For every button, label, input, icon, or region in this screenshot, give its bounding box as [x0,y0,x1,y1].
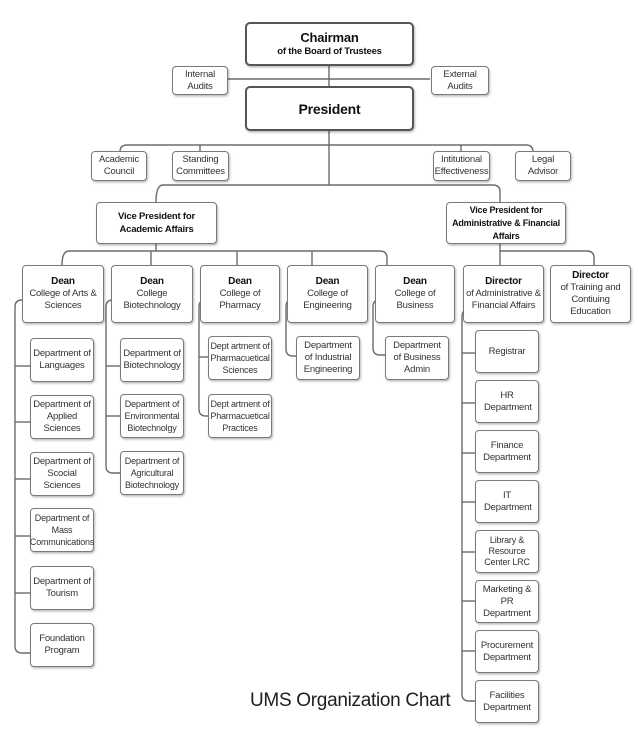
dean-arts-college: College of Arts & Sciences [29,288,97,311]
biotech-department: Department of Environmental Biotechnolgy [120,394,184,438]
engineering-department: Department of Industrial Engineering [296,336,360,380]
chairman-title: Chairman [300,30,359,45]
dean-biotech-box: Dean College Biotechnology [111,265,193,323]
admin-department-label: IT Department [484,489,532,513]
director-admin-title: Director [485,276,522,287]
dean-business-college: College of Business [394,288,436,311]
internal-audits-label: Internal Audits [184,68,216,92]
vp-admin-title: Vice President for Administrative & Fina… [452,204,560,241]
external-audits-label: External Audits [443,68,477,92]
admin-department: IT Department [475,480,539,523]
admin-department: Procurement Department [475,630,539,673]
chairman-box: Chairman of the Board of Trustees [245,22,414,66]
internal-audits-box: Internal Audits [172,66,228,95]
arts-department: Department of Scocial Sciences [30,452,94,496]
standing-committees-box: Standing Committees [172,151,229,181]
pharmacy-department: Dept artment of Pharmacuetical Sciences [208,336,272,380]
external-audits-box: External Audits [431,66,489,95]
admin-department-label: HR Department [484,389,532,413]
dean-biotech-college: College Biotechnology [123,288,181,311]
vp-academic-title: Vice President for Academic Affairs [117,211,195,235]
admin-department: HR Department [475,380,539,423]
biotech-department-label: Department of Agricultural Biotechnology [124,456,180,490]
pharmacy-department: Dept artment of Pharmacuetical Practices [208,394,272,438]
director-admin-box: Director of Administrative & Financial A… [463,265,544,323]
legal-advisor-label: Legal Advisor [527,154,559,177]
academic-council-box: Academic Council [91,151,147,181]
pharmacy-department-label: Dept artment of Pharmacuetical Sciences [210,341,270,375]
connector-admin-spine [461,309,475,702]
business-department-label: Department of Business Admin [393,340,441,375]
biotech-department: Department of Biotechnology [120,338,184,382]
dean-business-title: Dean [403,276,427,287]
connector-directors-bar [500,250,595,265]
academic-council-label: Academic Council [98,154,140,177]
connector-arts-spine [14,299,30,654]
admin-department: Library & Resource Center LRC [475,530,539,573]
biotech-department: Department of Agricultural Biotechnology [120,451,184,495]
admin-department-label: Facilities Department [483,689,531,713]
director-training-box: Director of Training and Contiuing Educa… [550,265,631,323]
arts-department-label: Foundation Program [39,633,85,656]
vp-academic-box: Vice President for Academic Affairs [96,202,217,244]
dean-engineering-title: Dean [315,276,340,287]
arts-department-label: Department of Tourism [33,576,91,599]
director-admin-office: of Administrative & Financial Affairs [466,288,541,311]
arts-department-label: Department of Applied Sciences [33,399,91,434]
president-box: President [245,86,414,131]
connector-deans-bar [61,250,388,266]
dean-pharmacy-title: Dean [228,276,252,287]
institutional-effectiveness-label: Intitutional Effectiveness [434,154,489,177]
admin-department: Finance Department [475,430,539,473]
chart-title: UMS Organization Chart [250,690,451,711]
business-department: Department of Business Admin [385,336,449,380]
arts-department-label: Department of Languages [33,348,91,371]
arts-department: Department of Mass Communications [30,508,94,552]
director-training-office: of Training and Contiuing Education [560,282,621,317]
admin-department: Marketing & PR Department [475,580,539,623]
president-title: President [298,100,361,117]
arts-department: Department of Tourism [30,566,94,610]
arts-department: Department of Applied Sciences [30,395,94,439]
dean-pharmacy-box: Dean College of Pharmacy [200,265,280,323]
dean-arts-title: Dean [51,276,75,287]
standing-committees-label: Standing Committees [176,154,225,177]
arts-department-label: Department of Scocial Sciences [33,456,91,491]
arts-department: Foundation Program [30,623,94,667]
connector-biotech-spine [105,299,120,474]
admin-department-label: Registrar [488,345,526,357]
dean-business-box: Dean College of Business [375,265,455,323]
connector-vp-bar [155,184,501,203]
chairman-subtitle: of the Board of Trustees [277,46,382,57]
vp-admin-box: Vice President for Administrative & Fina… [446,202,566,244]
arts-department: Department of Languages [30,338,94,382]
admin-department-label: Library & Resource Center LRC [484,535,530,567]
biotech-department-label: Department of Biotechnology [123,348,181,371]
dean-pharmacy-college: College of Pharmacy [219,288,261,311]
admin-department-label: Procurement Department [480,639,534,663]
director-training-title: Director [572,270,609,281]
admin-department: Facilities Department [475,680,539,723]
pharmacy-department-label: Dept artment of Pharmacuetical Practices [210,399,270,433]
engineering-department-label: Department of Industrial Engineering [303,340,353,375]
admin-department: Registrar [475,330,539,373]
connector-advisory-bar [119,144,534,153]
institutional-effectiveness-box: Intitutional Effectiveness [433,151,490,181]
biotech-department-label: Department of Environmental Biotechnolgy [124,399,180,433]
admin-department-label: Marketing & PR Department [482,583,532,619]
dean-biotech-title: Dean [140,276,164,287]
legal-advisor-box: Legal Advisor [515,151,571,181]
arts-department-label: Department of Mass Communications [29,513,95,547]
dean-engineering-college: College of Engineering [303,288,352,311]
admin-department-label: Finance Department [483,439,531,463]
dean-arts-box: Dean College of Arts & Sciences [22,265,104,323]
dean-engineering-box: Dean College of Engineering [287,265,368,323]
